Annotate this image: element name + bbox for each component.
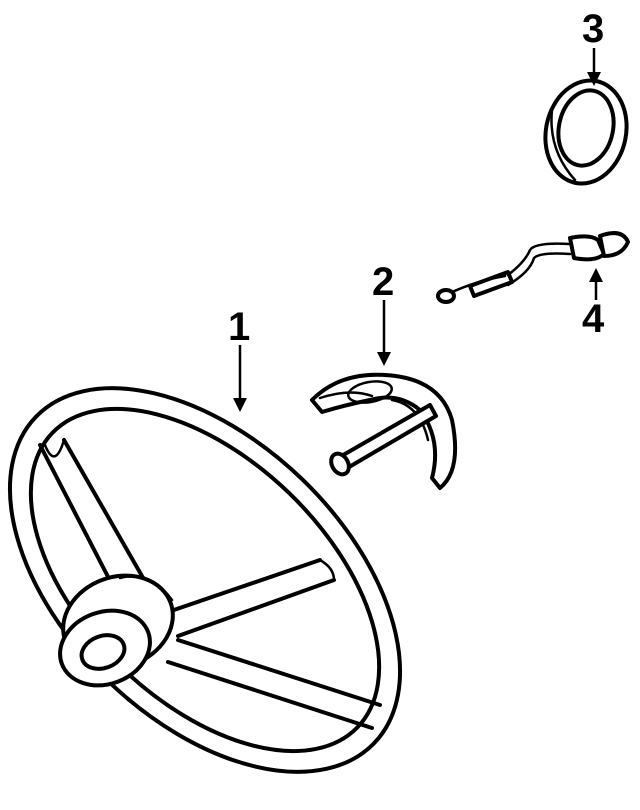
steering-wheel	[7, 386, 403, 774]
horn-wire-connector	[436, 231, 630, 304]
callout-2: 2	[372, 260, 394, 304]
callout-1: 1	[228, 305, 250, 349]
trim-ring	[543, 78, 629, 186]
leader-lines	[233, 48, 603, 412]
callout-4: 4	[582, 297, 605, 341]
callout-3: 3	[582, 7, 604, 51]
horn-cap-assembly	[310, 372, 458, 490]
